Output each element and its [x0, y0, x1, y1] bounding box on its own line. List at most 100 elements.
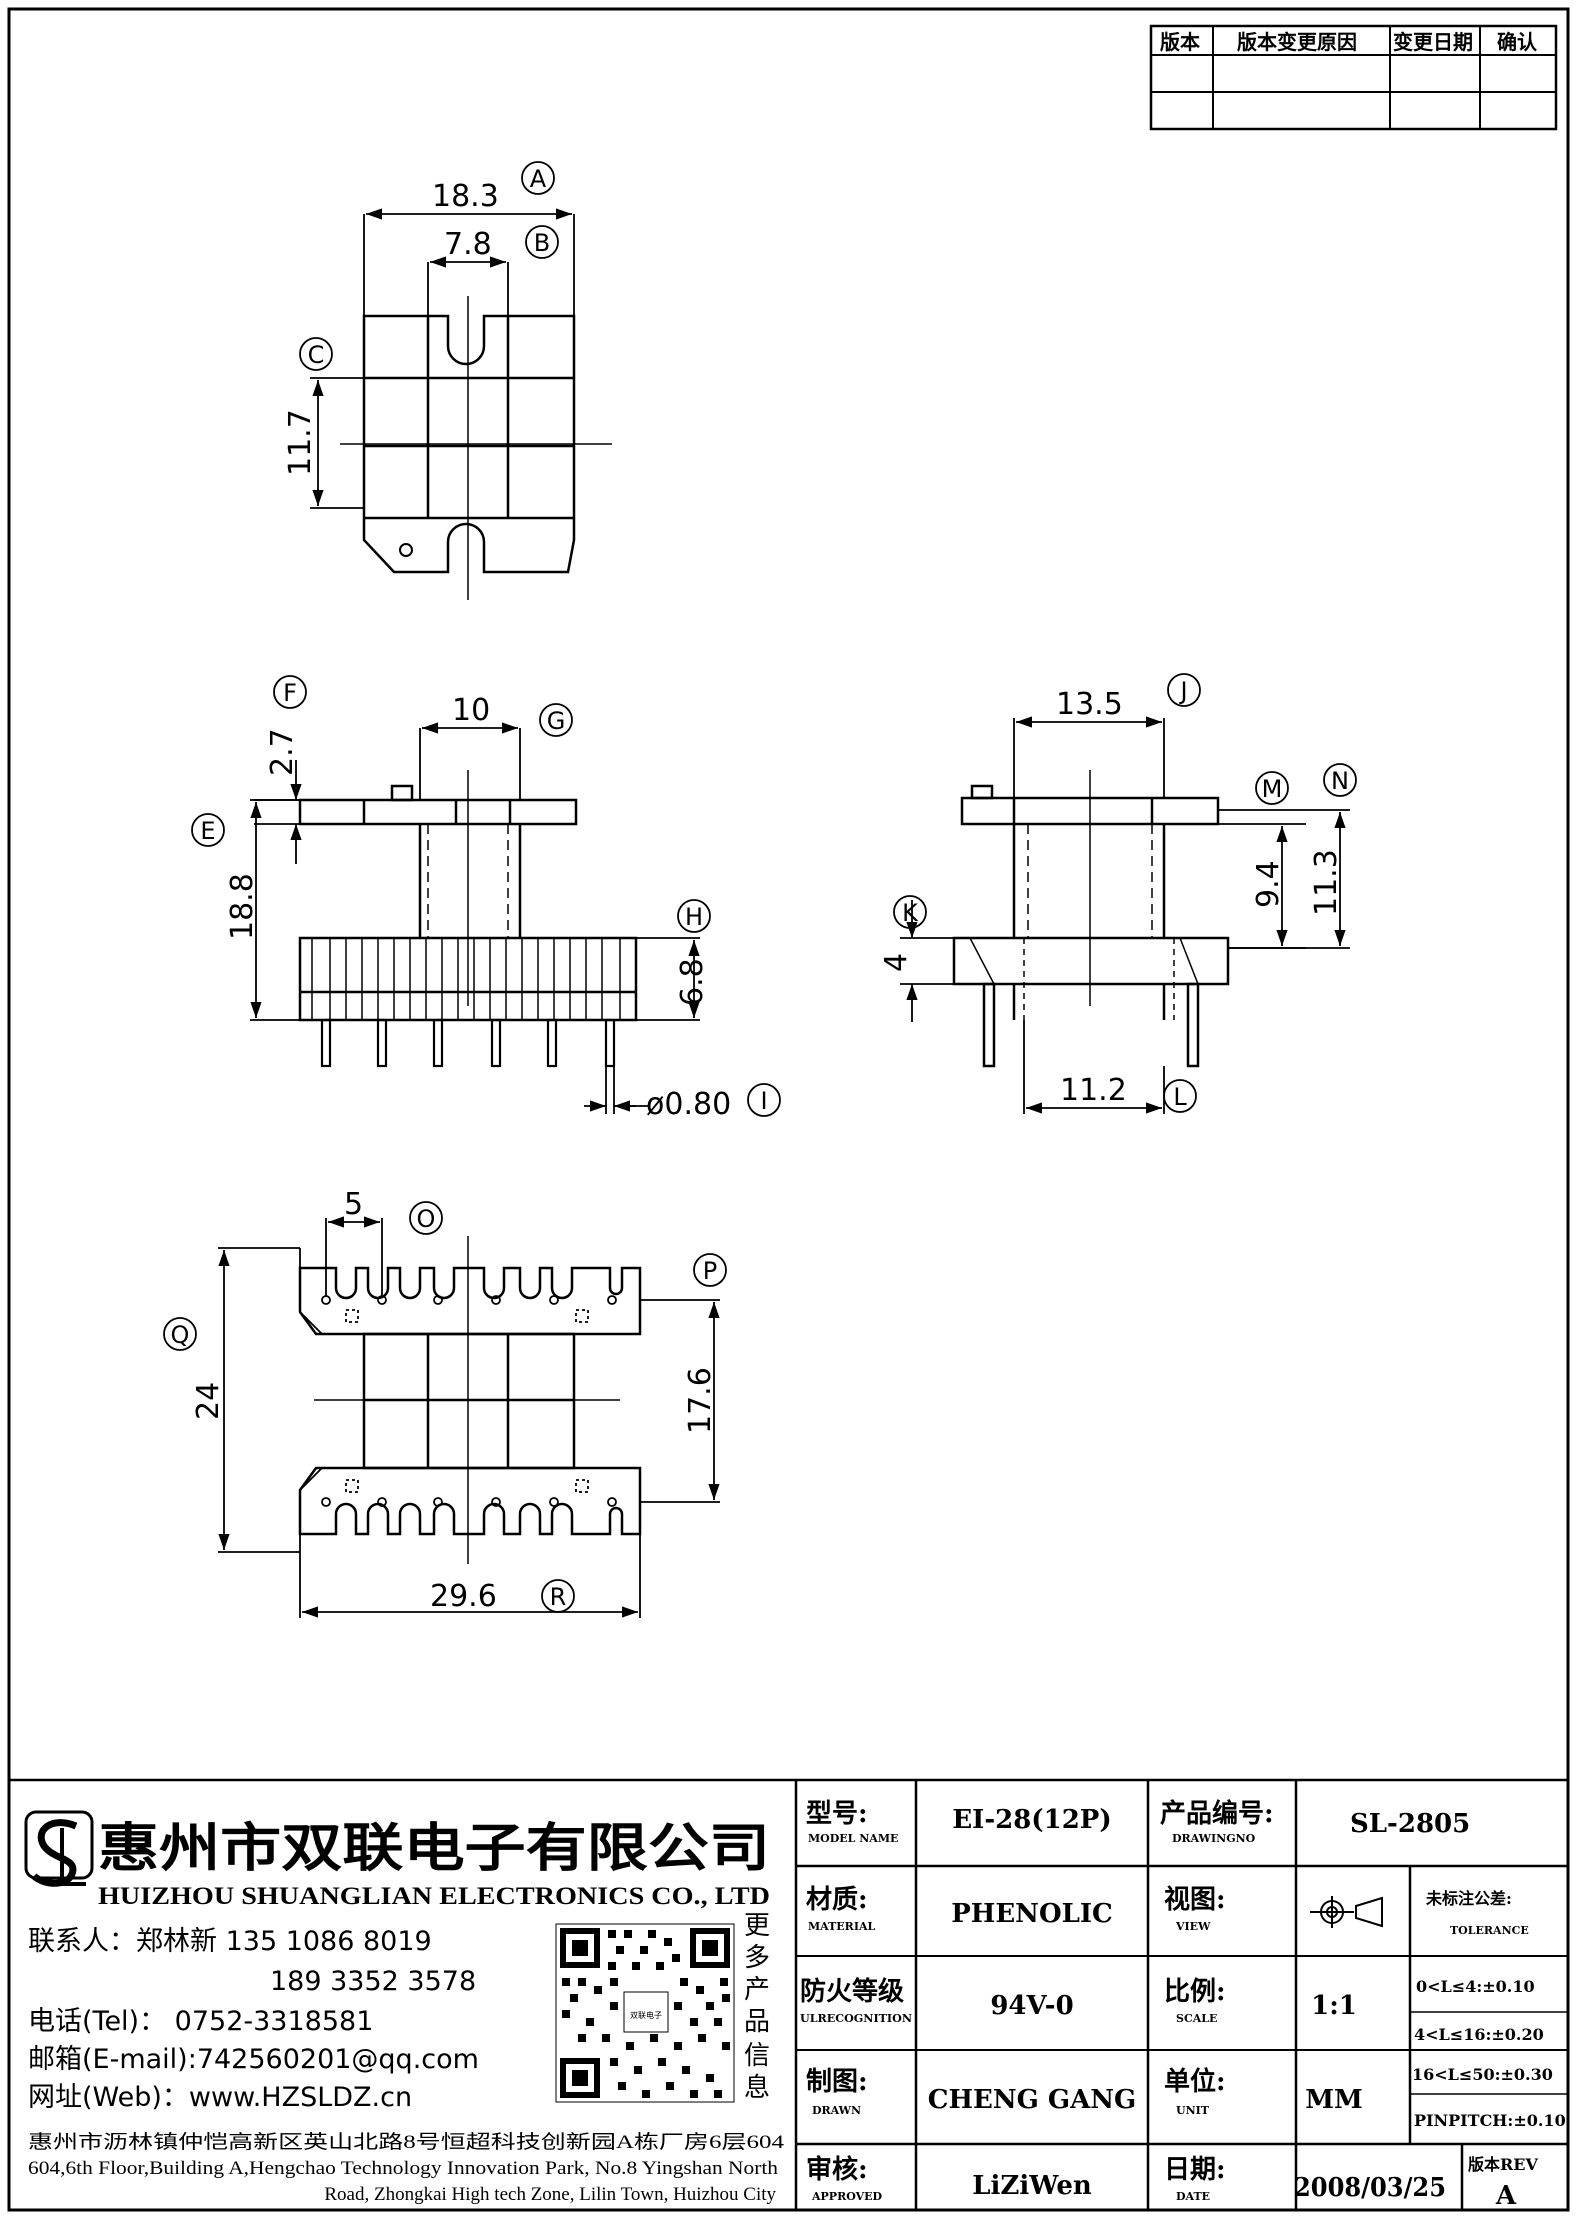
scale-sub: SCALE	[1176, 2012, 1217, 2025]
approved-value: LiZiWen	[972, 2171, 1092, 2201]
dim-a-value: 18.3	[432, 179, 499, 214]
company-address-en-2: Road, Zhongkai High tech Zone, Lilin Tow…	[324, 2184, 776, 2205]
ref-a: A	[521, 161, 555, 195]
dim-q-value: 24	[191, 1382, 226, 1420]
view-sub: VIEW	[1175, 1920, 1211, 1933]
svg-text:F: F	[283, 679, 297, 707]
company-logo	[24, 1810, 94, 1887]
ref-i: I	[747, 1083, 781, 1117]
side-view-dims	[900, 716, 1350, 1114]
sheet-border	[7, 7, 1570, 2212]
svg-text:G: G	[547, 707, 566, 735]
qr-caption-2: 产	[744, 1975, 770, 2005]
svg-text:O: O	[417, 1205, 436, 1233]
dim-n-value: 11.3	[1309, 849, 1344, 916]
company-name-en: HUIZHOU SHUANGLIAN ELECTRONICS CO., LTD	[98, 1883, 770, 1910]
scale-label: 比例:	[1164, 1977, 1226, 2007]
dim-b-value: 7.8	[444, 227, 492, 262]
tolerance-sub: TOLERANCE	[1450, 1924, 1529, 1937]
ref-c: C	[299, 337, 333, 371]
ref-o: O	[409, 1201, 443, 1235]
svg-text:H: H	[685, 903, 703, 931]
revision-header-confirm: 确认	[1497, 30, 1538, 54]
front-view-pins	[320, 1018, 616, 1068]
ref-h: H	[677, 899, 711, 933]
flame-label: 防火等级	[800, 1976, 904, 2007]
bottom-view	[298, 1266, 642, 1536]
svg-text:Q: Q	[171, 1321, 190, 1349]
svg-text:N: N	[1331, 767, 1349, 795]
svg-text:B: B	[534, 229, 550, 257]
ref-b: B	[525, 225, 559, 259]
flame-value: 94V-0	[990, 1991, 1073, 2021]
svg-text:J: J	[1178, 677, 1187, 705]
top-view	[362, 314, 576, 574]
ref-e: E	[191, 813, 225, 847]
approved-label: 审核:	[806, 2154, 868, 2185]
material-label: 材质:	[806, 1885, 868, 1915]
drawn-sub: DRAWN	[812, 2104, 861, 2117]
revision-header-date: 变更日期	[1393, 30, 1473, 54]
scale-value: 1:1	[1311, 1991, 1357, 2021]
drawing-no-sub: DRAWINGNO	[1172, 1832, 1256, 1845]
drawing-no-label: 产品编号:	[1160, 1798, 1274, 1829]
material-value: PHENOLIC	[951, 1899, 1112, 1929]
ref-q: Q	[163, 1317, 197, 1351]
title-block-frame	[9, 1778, 1568, 2210]
svg-text:A: A	[530, 165, 547, 193]
date-value: 2008/03/25	[1294, 2173, 1446, 2203]
dim-r-value: 29.6	[430, 1579, 497, 1614]
ref-r: R	[541, 1579, 575, 1613]
qr-code: 双联电子	[555, 1923, 735, 2103]
ref-l: L	[1163, 1079, 1197, 1113]
company-contact-phone2: 189 3352 3578	[270, 1966, 476, 1997]
model-sub: MODEL NAME	[808, 1832, 898, 1845]
material-sub: MATERIAL	[808, 1920, 876, 1933]
model-label: 型号:	[806, 1799, 868, 1829]
side-view	[952, 784, 1230, 1068]
svg-text:C: C	[308, 341, 325, 369]
svg-text:I: I	[760, 1087, 767, 1115]
model-value: EI-28(12P)	[952, 1805, 1111, 1835]
ref-p: P	[693, 1253, 727, 1287]
dim-e-value: 18.8	[225, 873, 260, 940]
ref-f: F	[273, 675, 307, 709]
bottom-view-centerlines	[314, 1236, 620, 1564]
flame-sub: ULRECOGNITION	[800, 2012, 912, 2025]
company-tel: 电话(Tel)： 0752-3318581	[28, 2006, 373, 2037]
bottom-view-holes	[299, 1295, 617, 1507]
dim-c-value: 11.7	[283, 409, 318, 476]
dim-f-value: 2.7	[265, 728, 300, 776]
revision-header-version: 版本	[1160, 30, 1200, 54]
qr-logo-text: 双联电子	[630, 2010, 662, 2020]
ref-j: J	[1167, 673, 1201, 707]
dim-h-value: 6.8	[675, 958, 710, 1006]
qr-caption-3: 品	[744, 2007, 770, 2037]
svg-text:M: M	[1262, 775, 1283, 803]
revision-value: A	[1495, 2181, 1517, 2211]
qr-caption-0: 更	[744, 1911, 770, 1941]
projection-symbol-icon	[1310, 1896, 1383, 1928]
dim-o-value: 5	[344, 1187, 363, 1222]
tolerance-range-1: 0<L≤4:±0.10	[1416, 1977, 1535, 1996]
view-label: 视图:	[1164, 1885, 1226, 1915]
unit-label: 单位:	[1164, 2066, 1226, 2097]
dim-i-value: ø0.80	[646, 1087, 731, 1122]
revision-header-reason: 版本变更原因	[1237, 30, 1357, 54]
svg-text:K: K	[902, 899, 919, 927]
unit-sub: UNIT	[1176, 2104, 1210, 2117]
svg-text:L: L	[1173, 1083, 1187, 1111]
company-name-cn: 惠州市双联电子有限公司	[98, 1818, 770, 1879]
top-view-dims	[310, 208, 575, 509]
date-sub: DATE	[1176, 2190, 1210, 2203]
front-view-dims	[250, 722, 700, 1114]
ref-g: G	[539, 703, 573, 737]
tolerance-label: 未标注公差:	[1425, 1889, 1512, 1908]
unit-value: MM	[1305, 2085, 1363, 2115]
tolerance-range-2: 4<L≤16:±0.20	[1414, 2025, 1544, 2044]
company-address-cn: 惠州市沥林镇仲恺高新区英山北路8号恒超科技创新园A栋厂房6层604	[28, 2131, 785, 2153]
qr-caption-1: 多	[744, 1943, 770, 1973]
company-web: 网址(Web)：www.HZSLDZ.cn	[28, 2082, 412, 2113]
ref-k: K	[893, 895, 927, 929]
bottom-view-dims	[218, 1216, 720, 1618]
